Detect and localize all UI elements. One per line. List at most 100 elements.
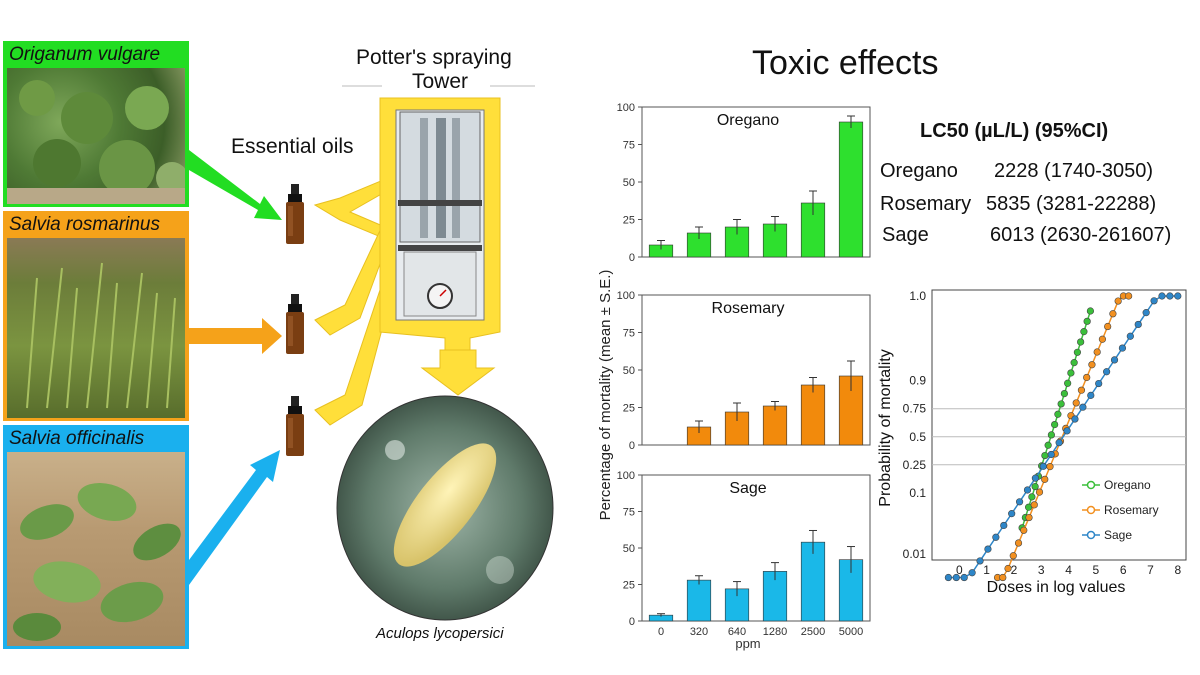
probit-point [1030, 501, 1038, 509]
probit-point [1063, 427, 1071, 435]
probit-point [1057, 400, 1065, 408]
probit-point [1103, 368, 1111, 376]
y-tick-label: 25 [623, 403, 635, 415]
y-tick-label: 50 [623, 177, 635, 189]
probit-x-tick-label: 0 [956, 563, 963, 577]
probit-series-rosemary [993, 292, 1133, 582]
bar [800, 384, 826, 446]
y-tick-label: 50 [623, 543, 635, 555]
y-tick-label: 25 [623, 580, 635, 592]
probit-point [1047, 450, 1055, 459]
probit-y-axis-label: Probability of mortality [877, 349, 894, 506]
oregano-plant-label: Origanum vulgare [9, 44, 161, 65]
sage-plant-label: Salvia officinalis [9, 428, 145, 449]
x-tick-label: 2500 [801, 626, 825, 638]
probit-point [1035, 488, 1044, 496]
probit-series-sage [944, 292, 1182, 582]
probit-point [1051, 420, 1059, 429]
probit-point [1009, 552, 1017, 560]
green-arrow [189, 150, 282, 220]
probit-y-tick-label: 0.01 [903, 547, 927, 561]
probit-point [1086, 307, 1095, 315]
lc50-row-oregano-name: Oregano [880, 160, 958, 182]
probit-point [999, 573, 1007, 582]
probit-point [1088, 361, 1096, 369]
probit-point [952, 573, 960, 582]
probit-point [1060, 390, 1068, 398]
probit-point [1039, 462, 1047, 470]
probit-point [1125, 292, 1133, 300]
bar [800, 541, 826, 622]
probit-point [1126, 332, 1134, 340]
probit-point [1044, 441, 1052, 449]
legend-marker [1086, 480, 1096, 490]
probit-series-oregano [1018, 307, 1095, 532]
probit-point [944, 573, 952, 582]
bar-chart-title: Sage [729, 480, 766, 497]
lc50-row-rosemary-value: 5835 (3281-22288) [986, 193, 1157, 215]
tower-label-line1: Potter's spraying [356, 46, 512, 69]
probit-point [1098, 335, 1107, 343]
probit-point [1080, 328, 1088, 336]
y-tick-label: 25 [623, 215, 635, 227]
probit-point [976, 557, 984, 565]
probit-point [992, 533, 1000, 541]
probit-point [1077, 386, 1086, 394]
probit-point [960, 573, 968, 582]
lc50-row-oregano-value: 2228 (1740-3050) [994, 160, 1154, 182]
legend-item-rosemary: Rosemary [1082, 503, 1159, 517]
rosemary-photo [7, 238, 185, 418]
y-tick-label: 75 [623, 507, 635, 519]
probit-point [1087, 391, 1095, 399]
bar-chart-title: Oregano [717, 112, 779, 129]
probit-point [1025, 513, 1033, 522]
y-tick-label: 50 [623, 365, 635, 377]
oregano-foliage [7, 80, 185, 204]
y-tick-label: 0 [629, 616, 635, 628]
probit-x-tick-label: 8 [1174, 563, 1181, 577]
probit-x-tick-label: 5 [1093, 563, 1100, 577]
x-tick-label: 320 [690, 626, 708, 638]
probit-x-tick-label: 2 [1011, 563, 1018, 577]
flow-arrows [189, 85, 554, 621]
legend-item-oregano: Oregano [1082, 478, 1151, 492]
probit-y-tick-label: 0.9 [909, 374, 926, 388]
probit-point [1114, 297, 1122, 305]
probit-point [1083, 317, 1091, 325]
orange-arrow [189, 318, 282, 354]
probit-point [1014, 539, 1023, 547]
probit-point [1109, 310, 1117, 318]
probit-point [1055, 439, 1063, 447]
probit-point [1077, 338, 1085, 346]
probit-point [1046, 463, 1054, 471]
oil-bottles [286, 184, 304, 456]
probit-point [1079, 403, 1087, 411]
probit-point [1142, 309, 1150, 317]
probit-point [1118, 344, 1127, 352]
probit-frame [931, 289, 1187, 561]
probit-point [1071, 415, 1079, 423]
x-tick-label: 640 [728, 626, 746, 638]
mortality-y-axis-label: Percentage of mortality (mean ± S.E.) [597, 270, 614, 521]
sage-photo [7, 452, 185, 646]
bar-chart-frame [641, 106, 871, 258]
bar-charts-root: 0255075100Oregano0255075100Rosemary02550… [617, 102, 871, 651]
bar-chart-frame [641, 294, 871, 446]
probit-point [1072, 399, 1080, 407]
bar [838, 121, 864, 258]
legend-label: Rosemary [1104, 503, 1159, 517]
probit-point [1015, 498, 1024, 506]
tower-label-line2: Tower [412, 70, 469, 93]
mite-species-label: Aculops lycopersici [376, 625, 504, 642]
lc50-row-sage-name: Sage [882, 224, 929, 246]
probit-point [1134, 320, 1142, 329]
x-tick-label: 1280 [763, 626, 787, 638]
legend-item-sage: Sage [1082, 528, 1132, 542]
probit-point [1004, 564, 1012, 573]
probit-point [1067, 369, 1075, 377]
y-tick-label: 100 [617, 470, 635, 482]
probit-x-tick-label: 7 [1147, 563, 1154, 577]
legend-label: Oregano [1104, 478, 1151, 492]
lc50-row-rosemary-name: Rosemary [880, 193, 972, 215]
y-tick-label: 75 [623, 328, 635, 340]
